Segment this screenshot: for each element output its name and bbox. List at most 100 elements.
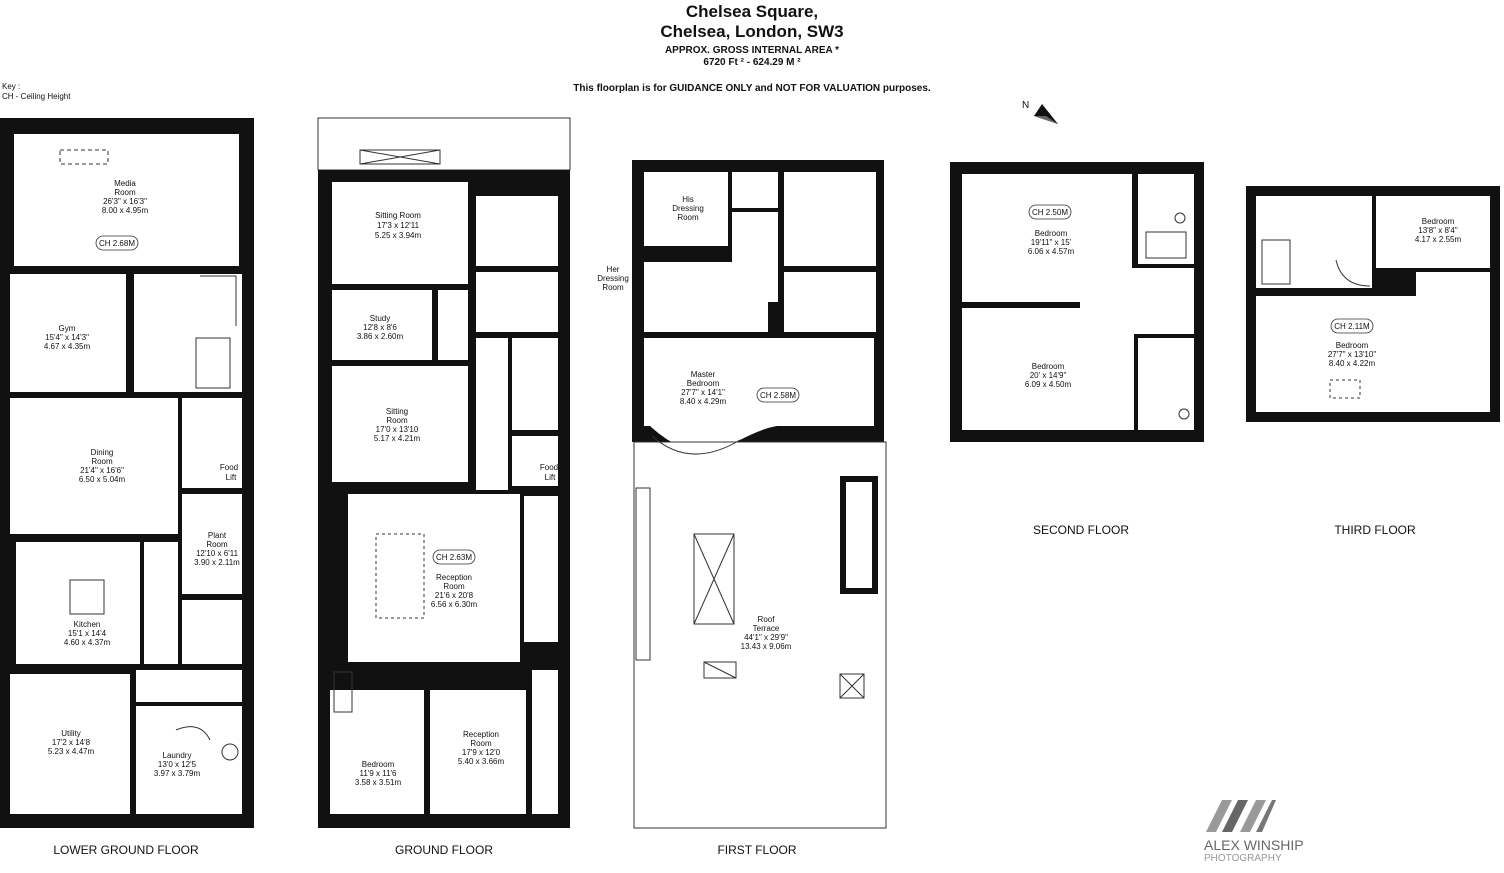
label-laundry-l1: Laundry xyxy=(163,751,192,760)
label-sitting1-l2: 17'3 x 12'11 xyxy=(377,221,420,230)
label-dining-l1: Dining xyxy=(91,448,114,457)
hall-lg xyxy=(134,274,242,392)
ground-floor-plan xyxy=(317,117,571,828)
first-wc xyxy=(732,172,778,208)
label-study-l3: 3.86 x 2.60m xyxy=(357,332,404,341)
label-bed3a-l3: 4.17 x 2.55m xyxy=(1415,235,1462,244)
floor-label-ground: GROUND FLOOR xyxy=(395,843,493,857)
compass-letter: N xyxy=(1022,100,1029,111)
laundry-room xyxy=(136,706,242,814)
label-her-dressing-l1: Her xyxy=(607,265,620,274)
label-laundry-l2: 13'0 x 12'5 xyxy=(158,760,197,769)
ground-wc xyxy=(512,338,558,430)
label-sitting2-l4: 5.17 x 4.21m xyxy=(374,434,421,443)
label-reception2-l4: 5.40 x 3.66m xyxy=(458,757,505,766)
label-gym-l1: Gym xyxy=(59,324,76,333)
key-legend: Key : CH - Ceiling Height xyxy=(2,82,70,102)
floor-label-first: FIRST FLOOR xyxy=(717,843,796,857)
ch-third: CH 2.11M xyxy=(1334,322,1370,331)
label-bed3b-l1: Bedroom xyxy=(1336,341,1369,350)
label-kitchen-l3: 4.60 x 4.37m xyxy=(64,638,111,647)
label-bedroom-g-l3: 3.58 x 3.51m xyxy=(355,778,402,787)
label-bed2a-l1: Bedroom xyxy=(1035,229,1068,238)
roof-terrace xyxy=(633,441,887,829)
label-roof-terrace-l4: 13.43 x 9.06m xyxy=(741,642,792,651)
label-kitchen-l2: 15'1 x 14'4 xyxy=(68,629,107,638)
lg-corridor xyxy=(144,542,178,664)
label-laundry-l3: 3.97 x 3.79m xyxy=(154,769,201,778)
utility-room xyxy=(10,674,130,814)
study-room xyxy=(332,290,432,360)
bedroom-ground xyxy=(330,690,424,814)
master-bedroom xyxy=(644,338,874,426)
label-kitchen-l1: Kitchen xyxy=(74,620,101,629)
label-bed3b-l3: 8.40 x 4.22m xyxy=(1329,359,1376,368)
label-dining-l4: 6.50 x 5.04m xyxy=(79,475,126,484)
label-sitting2-l1: Sitting xyxy=(386,407,408,416)
label-media-l2: Room xyxy=(114,188,136,197)
label-food-lift-lg-l1: Food xyxy=(220,463,238,472)
kitchen-room xyxy=(16,542,140,664)
label-sitting1-l3: 5.25 x 3.94m xyxy=(375,231,422,240)
third-bedroom-1 xyxy=(1376,196,1490,268)
third-bedroom-2 xyxy=(1256,296,1490,412)
label-study-l1: Study xyxy=(370,314,390,323)
label-dining-l3: 21'4" x 16'6" xyxy=(80,466,124,475)
label-his-dressing-l1: His xyxy=(682,195,694,204)
label-food-lift-g-l1: Food xyxy=(540,463,558,472)
label-void-2: Void xyxy=(535,655,552,664)
label-master-l1: Master xyxy=(691,370,716,379)
gym-room xyxy=(10,274,126,392)
floor-label-second: SECOND FLOOR xyxy=(1033,523,1129,537)
area-value: 6720 Ft ² - 624.29 M ² xyxy=(703,57,801,68)
second-floor-plan xyxy=(950,162,1204,442)
first-stairs xyxy=(784,272,876,332)
label-her-dressing-l2: Dressing xyxy=(597,274,629,283)
label-plant-l4: 3.90 x 2.11m xyxy=(194,558,240,567)
label-void-1: Void xyxy=(404,673,421,682)
label-bed2b-l2: 20' x 14'9" xyxy=(1030,371,1067,380)
lg-wc2 xyxy=(182,600,242,664)
ground-stair-hall xyxy=(476,272,558,332)
ground-stairs xyxy=(524,496,558,642)
label-reception1-l4: 6.56 x 6.30m xyxy=(431,600,478,609)
ch-first: CH 2.58M xyxy=(760,391,796,400)
ch-lower-ground: CH 2.68M xyxy=(99,239,135,248)
label-bed2b-l1: Bedroom xyxy=(1032,362,1065,371)
front-terrace xyxy=(317,117,571,171)
label-master-l3: 27'7" x 14'1" xyxy=(681,388,725,397)
title-line1: Chelsea Square, xyxy=(685,2,819,21)
label-his-dressing-l2: Dressing xyxy=(672,204,704,213)
label-bedroom-g-l2: 11'9 x 11'6 xyxy=(359,769,397,778)
label-bed2a-l2: 19'11" x 15' xyxy=(1031,238,1072,247)
label-food-lift-lg-l2: Lift xyxy=(226,473,237,482)
first-landing xyxy=(732,212,778,302)
reception-room-2 xyxy=(430,690,526,814)
label-master-l4: 8.40 x 4.29m xyxy=(680,397,727,406)
label-his-dressing-l3: Room xyxy=(677,213,699,222)
ceiling-height-badges: CH 2.68M CH 2.63M CH 2.58M CH 2.50M CH 2… xyxy=(95,204,1374,565)
label-dining-l2: Room xyxy=(91,457,113,466)
label-master-l2: Bedroom xyxy=(687,379,720,388)
area-label: APPROX. GROSS INTERNAL AREA * xyxy=(664,45,840,56)
label-study-l2: 12'8 x 8'6 xyxy=(363,323,397,332)
second-bedroom-2 xyxy=(962,308,1134,430)
label-utility-l3: 5.23 x 4.47m xyxy=(48,747,95,756)
floor-label-third: THIRD FLOOR xyxy=(1334,523,1416,537)
label-roof-terrace-l3: 44'1" x 29'9" xyxy=(744,633,788,642)
plant-room xyxy=(182,494,242,594)
